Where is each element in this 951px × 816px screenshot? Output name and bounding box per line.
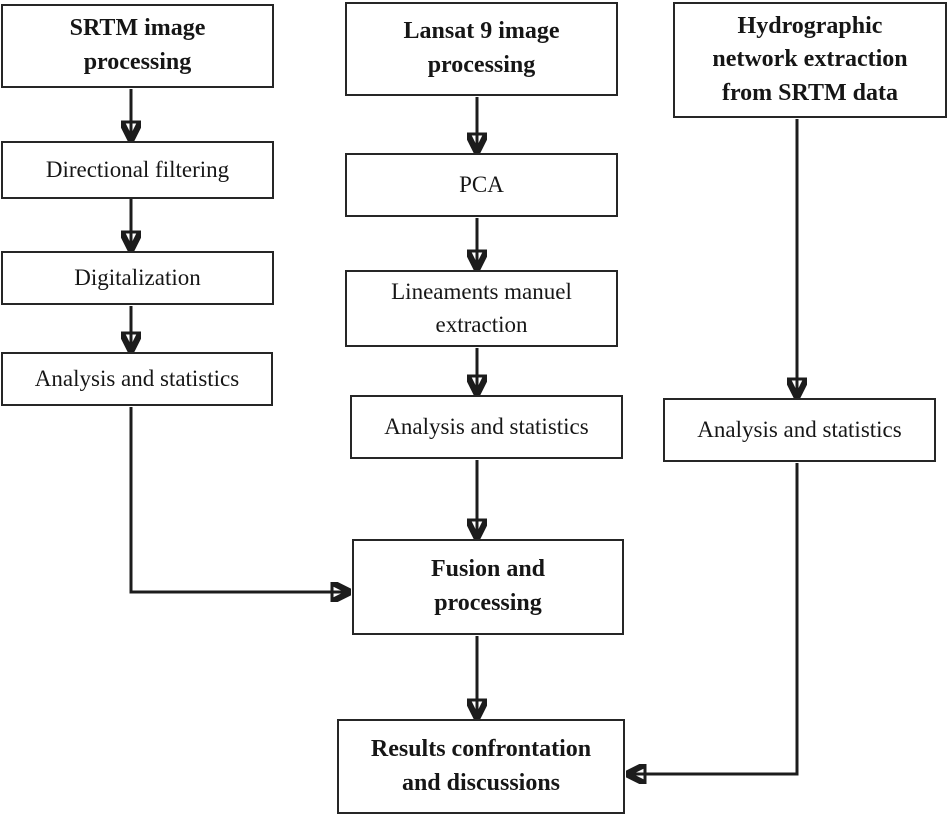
edge-analysisright-to-results xyxy=(629,463,799,774)
node-srtm-image-processing: SRTM image processing xyxy=(1,4,274,88)
edge-analysisleft-to-fusion xyxy=(129,407,348,592)
node-analysis-statistics-left: Analysis and statistics xyxy=(1,352,273,406)
node-pca: PCA xyxy=(345,153,618,217)
node-directional-filtering: Directional filtering xyxy=(1,141,274,199)
node-hydrographic-network-extraction: Hydrographic network extraction from SRT… xyxy=(673,2,947,118)
node-lansat9-image-processing: Lansat 9 image processing xyxy=(345,2,618,96)
node-results-confrontation-discussions: Results confrontation and discussions xyxy=(337,719,625,814)
node-analysis-statistics-middle: Analysis and statistics xyxy=(350,395,623,459)
node-lineaments-manuel-extraction: Lineaments manuel extraction xyxy=(345,270,618,347)
node-digitalization: Digitalization xyxy=(1,251,274,305)
node-analysis-statistics-right: Analysis and statistics xyxy=(663,398,936,462)
node-fusion-and-processing: Fusion and processing xyxy=(352,539,624,635)
